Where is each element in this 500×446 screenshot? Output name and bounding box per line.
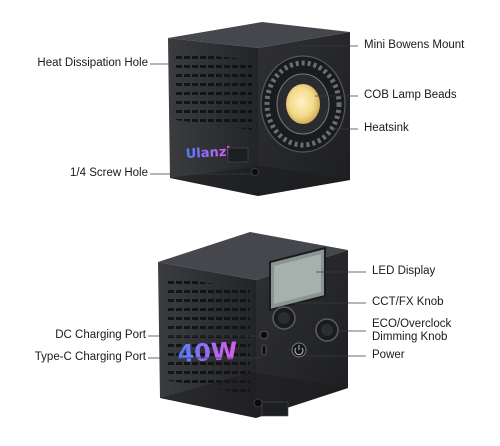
label-cct-fx-knob: CCT/FX Knob	[372, 296, 444, 308]
label-led-display: LED Display	[372, 265, 436, 277]
label-eco-overclock-line1: ECO/Overclock	[372, 318, 452, 330]
side-vents	[166, 276, 250, 395]
bottom-device-bottom-edge	[160, 372, 348, 418]
label-heatsink: Heatsink	[364, 122, 409, 134]
cct-fx-knob-cap	[278, 312, 290, 324]
label-dc-charging-port: DC Charging Port	[55, 329, 146, 341]
spec-label-plate	[227, 147, 249, 163]
bottom-spec-plate	[261, 401, 289, 417]
top-device-bottom-edge	[170, 166, 350, 196]
eco-overclock-knob-cap	[321, 324, 333, 336]
bottom-screw-hole	[253, 398, 263, 408]
dc-charging-port[interactable]	[259, 330, 269, 340]
power-rating-mark: 40W	[177, 337, 238, 368]
top-device: Ulanzi	[168, 22, 350, 196]
top-device-top-face	[168, 22, 350, 48]
label-eco-overclock-line2: Dimming Knob	[372, 331, 448, 343]
bottom-device: 40W	[158, 232, 348, 418]
brand-logo: Ulanzi	[185, 145, 231, 162]
label-heat-dissipation-hole: Heat Dissipation Hole	[37, 57, 148, 69]
led-display-screen	[274, 254, 321, 304]
label-power: Power	[372, 349, 405, 361]
cob-lamp	[286, 84, 320, 124]
label-screw-hole: 1/4 Screw Hole	[70, 167, 148, 179]
label-type-c-charging-port: Type-C Charging Port	[34, 351, 146, 363]
label-cob-lamp-beads: COB Lamp Beads	[364, 89, 457, 101]
heatsink-fins	[264, 60, 342, 148]
power-icon	[294, 347, 304, 356]
type-c-charging-port[interactable]	[261, 344, 267, 356]
label-mini-bowens-mount: Mini Bowens Mount	[364, 39, 465, 51]
heat-dissipation-vents	[176, 52, 252, 130]
screw-hole	[251, 168, 259, 176]
leader-lines	[148, 45, 366, 359]
bottom-device-top-face	[158, 232, 348, 280]
